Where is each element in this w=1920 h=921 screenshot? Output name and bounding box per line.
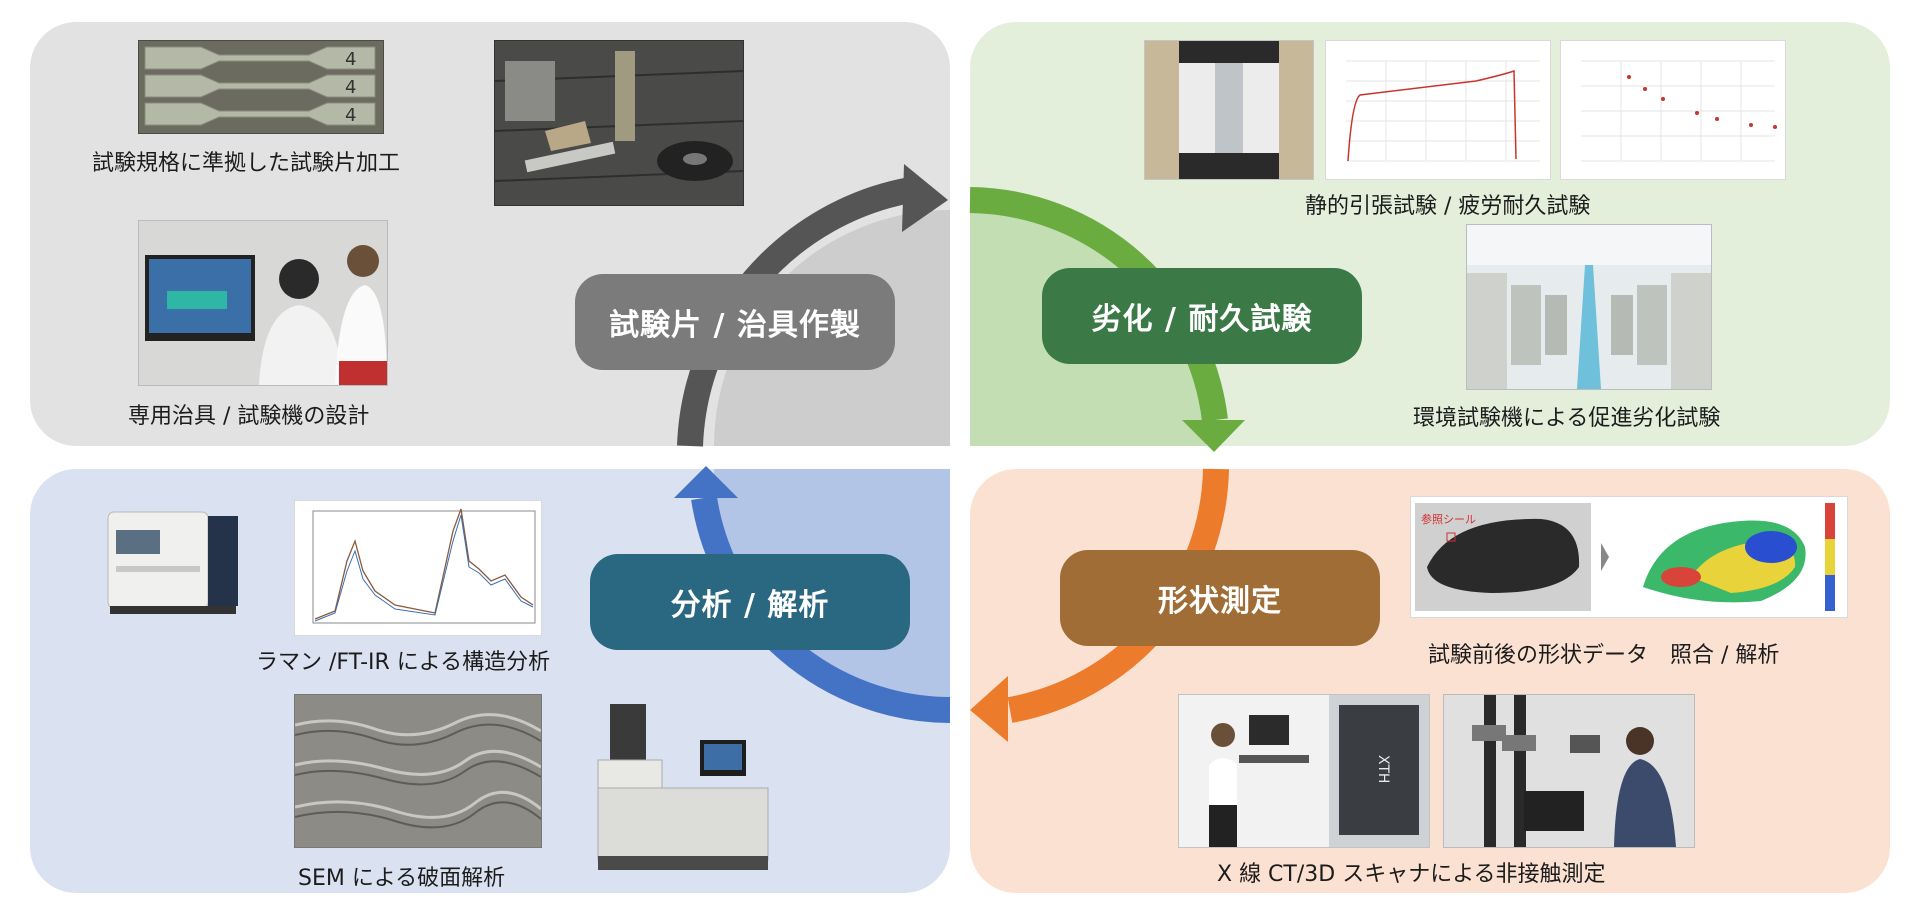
sem-fracture-photo: [294, 694, 542, 848]
spectrum-chart-image: [294, 500, 542, 636]
arrow-gray-head: [902, 164, 948, 232]
xray-brand-label: XTH: [1375, 755, 1391, 783]
stage-specimen-pill: 試験片 / 治具作製: [575, 274, 895, 370]
ftir-instrument-photo: [102, 506, 242, 618]
caption-jig-design: 専用治具 / 試験機の設計: [128, 404, 370, 429]
specimen-number-1: 4: [345, 49, 356, 70]
stage-measurement-pill: 形状測定: [1060, 550, 1380, 646]
xray-ct-photo: XTH: [1178, 694, 1430, 848]
caption-env-degradation: 環境試験機による促進劣化試験: [1413, 406, 1721, 431]
arrow-orange-head: [970, 676, 1008, 742]
3d-scanner-photo: [1443, 694, 1695, 848]
specimen-number-3: 4: [345, 105, 356, 126]
stage-degradation-pill: 劣化 / 耐久試験: [1042, 268, 1362, 364]
jig-tools-photo: [494, 40, 744, 206]
stress-strain-chart-image: [1325, 40, 1551, 180]
caption-tensile-fatigue: 静的引張試験 / 疲労耐久試験: [1305, 194, 1591, 219]
stage-analysis-pill: 分析 / 解析: [590, 554, 910, 650]
arrow-blue-head: [674, 466, 738, 498]
arrow-green-head: [1182, 420, 1245, 452]
caption-xray-scan: X 線 CT/3D スキャナによる非接触測定: [1217, 862, 1606, 887]
arrow-green: [969, 187, 1228, 422]
caption-raman-ftir: ラマン /FT-IR による構造分析: [256, 650, 551, 675]
env-chamber-photo: [1466, 224, 1712, 390]
shape-compare-image: 参照シール: [1410, 496, 1848, 618]
caption-specimen-machining: 試験規格に準拠した試験片加工: [92, 151, 401, 176]
jig-design-photo: [138, 220, 388, 386]
tensile-machine-photo: [1144, 40, 1314, 180]
sem-instrument-photo: [590, 700, 776, 876]
caption-sem: SEM による破面解析: [298, 866, 506, 891]
specimen-photo: 4 4 4: [138, 40, 384, 134]
specimen-number-2: 4: [345, 77, 356, 98]
caption-shape-compare: 試験前後の形状データ 照合 / 解析: [1428, 643, 1780, 668]
ref-seal-label: 参照シール: [1421, 512, 1476, 526]
fatigue-chart-image: [1560, 40, 1786, 180]
